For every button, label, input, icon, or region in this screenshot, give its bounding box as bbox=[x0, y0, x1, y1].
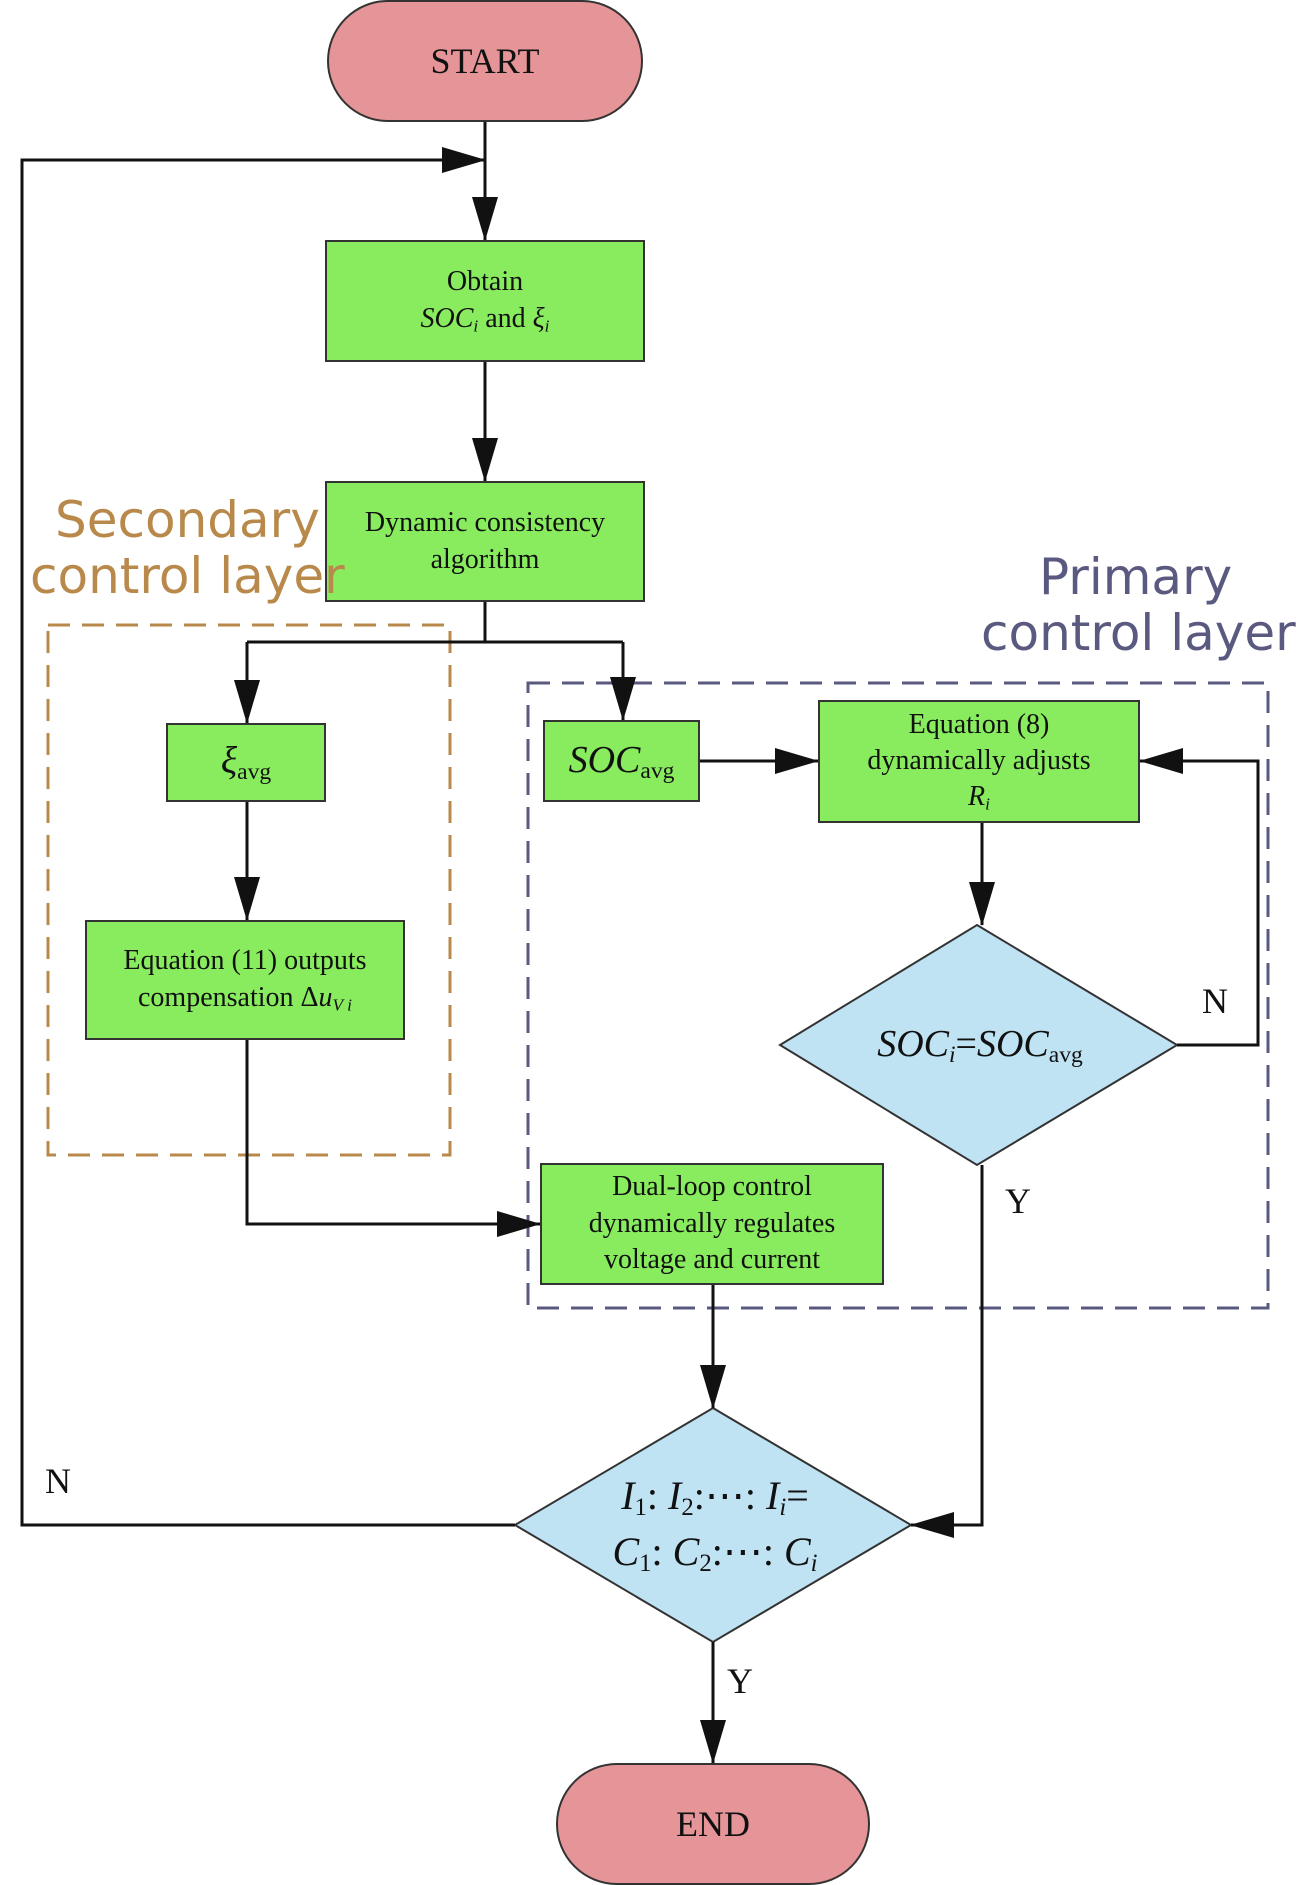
current-term-1: I1 bbox=[621, 1473, 647, 1522]
soc-check-no-label: N bbox=[1202, 981, 1228, 1021]
start-terminal: START bbox=[327, 0, 643, 122]
primary-layer-label: Primary control layer bbox=[981, 548, 1296, 662]
edge-soc-check-yes-to-ratio bbox=[910, 1165, 984, 1538]
edge-ratio-no-loop bbox=[20, 147, 515, 1527]
obtain-xi-var: ξ bbox=[532, 302, 545, 334]
eq8-line3: Ri bbox=[968, 781, 990, 814]
dual-loop-line3: voltage and current bbox=[603, 1244, 821, 1276]
secondary-layer-boundary bbox=[46, 623, 452, 1157]
obtain-soc-var: SOC bbox=[420, 302, 474, 334]
eq8-line1: Equation (8) bbox=[908, 708, 1050, 740]
ratio-check-line1: I1: I2:⋯: Ii= bbox=[621, 1473, 809, 1522]
dual-loop-line1: Dual-loop control bbox=[612, 1171, 812, 1203]
secondary-layer-line2: control layer bbox=[30, 547, 345, 605]
current-term-2: I2 bbox=[668, 1473, 694, 1522]
ratio-check-no-label: N bbox=[45, 1461, 71, 1501]
dual-loop-node: Dual-loop control dynamically regulates … bbox=[540, 1163, 884, 1285]
current-term-3: Ii bbox=[766, 1473, 787, 1522]
capacity-term-3: Ci bbox=[783, 1529, 818, 1578]
primary-layer-line1: Primary bbox=[1039, 548, 1233, 606]
xi-avg-node: ξavg bbox=[166, 723, 326, 802]
eq11-line1: Equation (11) outputs bbox=[123, 945, 367, 977]
soc-avg-node: SOCavg bbox=[543, 720, 700, 802]
eq11-line2: compensation ΔuV i bbox=[138, 981, 352, 1015]
capacity-term-2: C2 bbox=[672, 1529, 712, 1578]
end-label: END bbox=[676, 1803, 750, 1844]
primary-layer-line2: control layer bbox=[981, 604, 1296, 662]
edge-eq11-to-dual-loop bbox=[245, 1040, 541, 1237]
obtain-line2: SOCi and ξi bbox=[420, 302, 550, 336]
eq8-node: Equation (8) dynamically adjusts Ri bbox=[818, 700, 1140, 823]
consistency-line1: Dynamic consistency bbox=[364, 507, 606, 539]
xi-avg-label: ξavg bbox=[220, 740, 272, 786]
soc-check-text: SOCi=SOCavg bbox=[877, 1022, 1083, 1068]
ratio-check-text: I1: I2:⋯: Ii= C1: C2:⋯: Ci bbox=[565, 1465, 865, 1585]
obtain-node: Obtain SOCi and ξi bbox=[325, 240, 645, 362]
end-terminal: END bbox=[556, 1763, 870, 1885]
eq8-line2: dynamically adjusts bbox=[867, 745, 1091, 777]
obtain-and: and bbox=[485, 302, 526, 334]
ratio-check-yes-label: Y bbox=[727, 1661, 753, 1701]
capacity-term-1: C1 bbox=[612, 1529, 652, 1578]
consistency-line2: algorithm bbox=[430, 543, 540, 575]
eq11-node: Equation (11) outputs compensation ΔuV i bbox=[85, 920, 405, 1040]
edge-soc-check-no-loop bbox=[1139, 748, 1260, 1047]
consistency-node: Dynamic consistency algorithm bbox=[325, 481, 645, 602]
start-label: START bbox=[430, 40, 540, 81]
ratio-check-line2: C1: C2:⋯: Ci bbox=[612, 1529, 818, 1578]
soc-check-yes-label: Y bbox=[1005, 1181, 1031, 1221]
secondary-layer-label: Secondary control layer bbox=[30, 491, 345, 604]
secondary-layer-line1: Secondary bbox=[55, 491, 320, 549]
dual-loop-line2: dynamically regulates bbox=[588, 1207, 836, 1239]
soc-avg-label: SOCavg bbox=[568, 738, 675, 784]
primary-layer-boundary bbox=[526, 681, 1270, 1310]
obtain-line1: Obtain bbox=[446, 266, 524, 298]
soc-check-diamond bbox=[778, 923, 1179, 1167]
edge-consistency-split bbox=[247, 602, 623, 644]
